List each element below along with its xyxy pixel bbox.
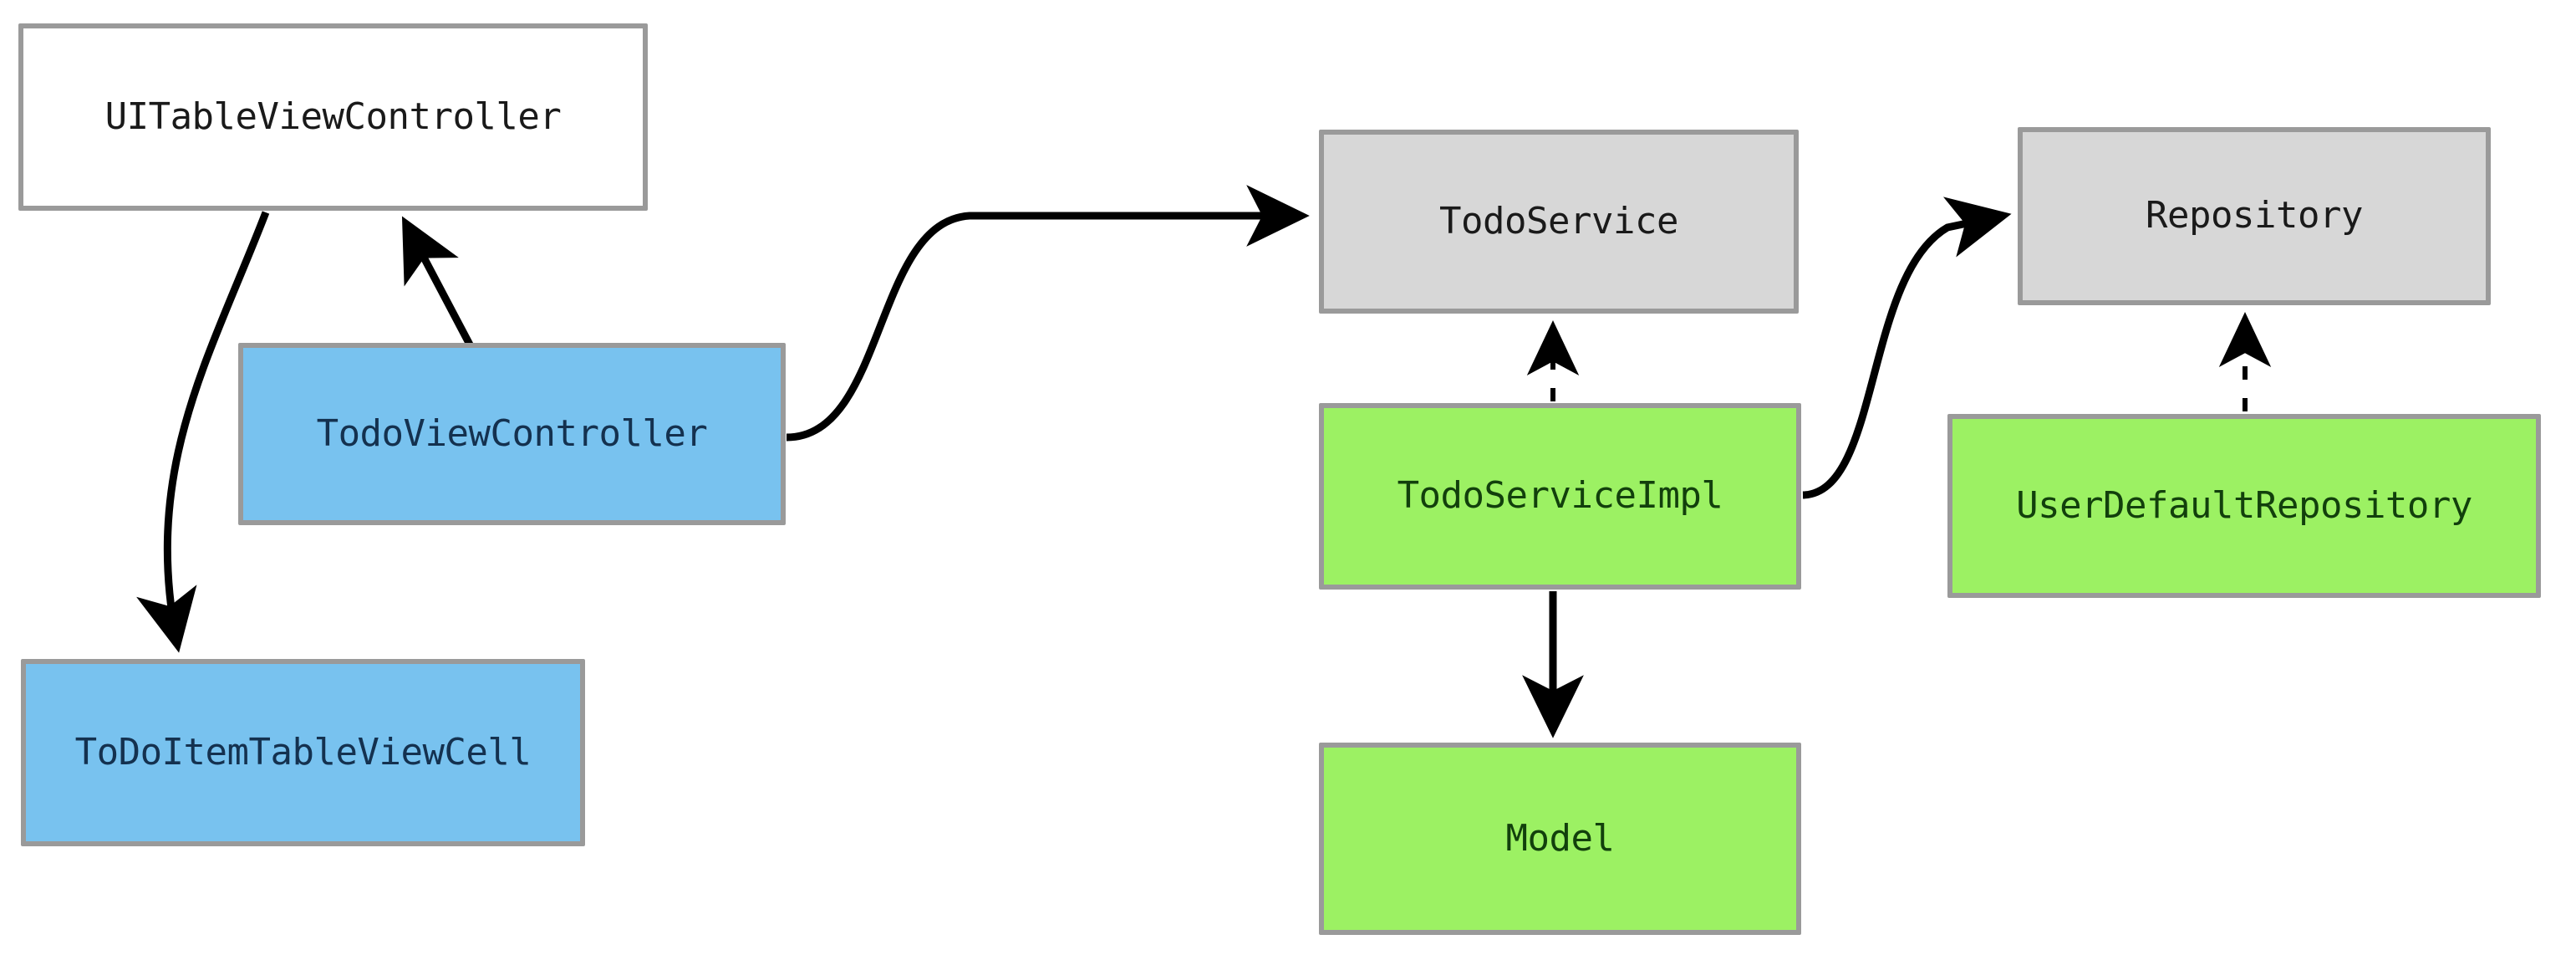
class-box-label: TodoService <box>1439 199 1678 243</box>
class-box-repository[interactable]: Repository <box>2018 127 2491 305</box>
class-box-label: Repository <box>2146 194 2363 237</box>
class-box-todoviewcontroller[interactable]: TodoViewController <box>238 343 786 525</box>
class-box-todoserviceimpl[interactable]: TodoServiceImpl <box>1319 403 1801 590</box>
class-box-todoservice[interactable]: TodoService <box>1319 130 1799 314</box>
edge-todoviewcontroller-to-todoservice <box>786 185 1310 442</box>
class-box-label: UserDefaultRepository <box>2016 483 2472 527</box>
class-box-label: Model <box>1505 816 1615 860</box>
class-box-userdefaultrepository[interactable]: UserDefaultRepository <box>1947 414 2541 598</box>
class-box-label: TodoServiceImpl <box>1397 474 1723 518</box>
class-box-label: TodoViewController <box>316 411 708 455</box>
class-box-label: UITableViewController <box>104 94 562 138</box>
class-box-model[interactable]: Model <box>1319 743 1801 935</box>
class-box-uitableviewcontroller[interactable]: UITableViewController <box>18 23 648 211</box>
edge-todoviewcontroller-to-uitableviewcontroller <box>401 216 473 347</box>
class-box-label: ToDoItemTableViewCell <box>74 730 532 774</box>
class-box-todoitemtableviewcell[interactable]: ToDoItemTableViewCell <box>21 659 585 846</box>
